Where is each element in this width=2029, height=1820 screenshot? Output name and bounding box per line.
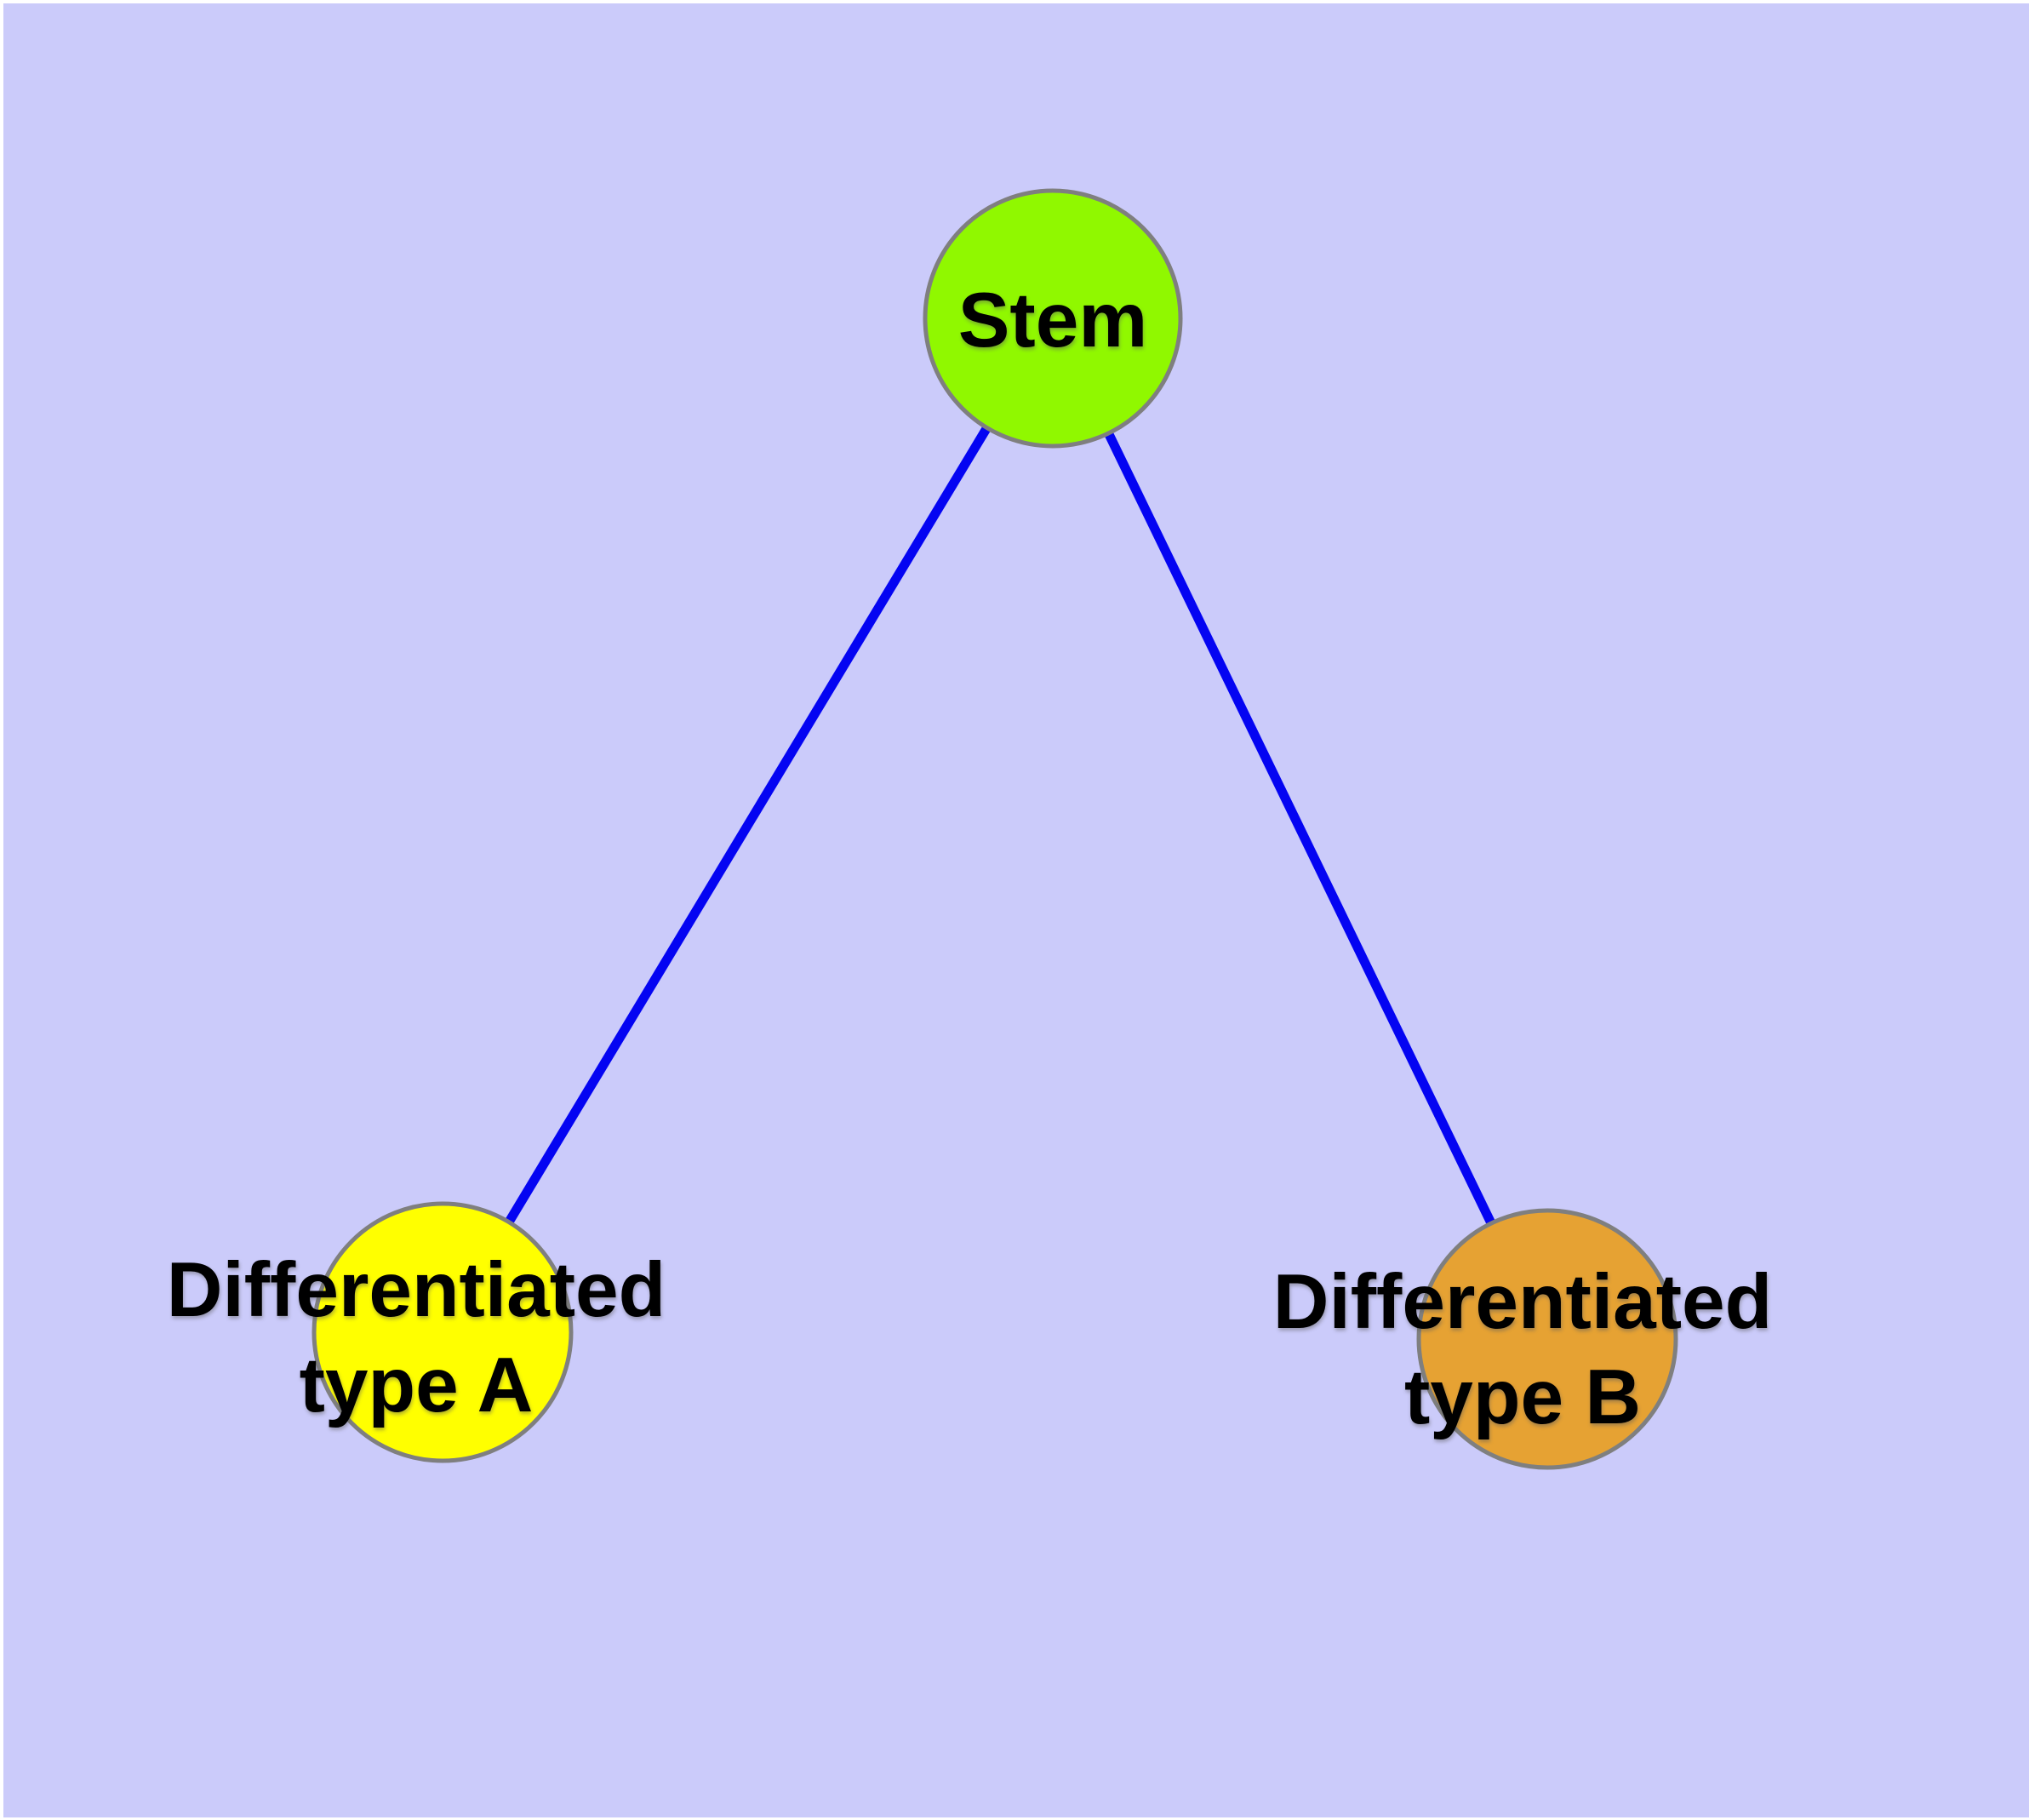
edges-group (438, 316, 1552, 1342)
labels-group: Stem Differentiated type A Differentiate… (167, 278, 1773, 1440)
node-type-b-label-line2: type B (1404, 1354, 1641, 1440)
node-type-a-circle (311, 1201, 574, 1463)
node-stem-circle (923, 188, 1183, 449)
node-type-a-label-line2: type A (300, 1342, 534, 1428)
node-type-a-label-line1: Differentiated (167, 1247, 666, 1333)
edge-stem-to-type-a (438, 316, 1057, 1335)
edge-stem-to-type-b (1049, 316, 1552, 1342)
node-stem-label: Stem (958, 278, 1148, 363)
nodes-group (311, 188, 1678, 1470)
node-type-b-label-line1: Differentiated (1273, 1259, 1773, 1345)
node-type-b-circle (1416, 1208, 1678, 1470)
